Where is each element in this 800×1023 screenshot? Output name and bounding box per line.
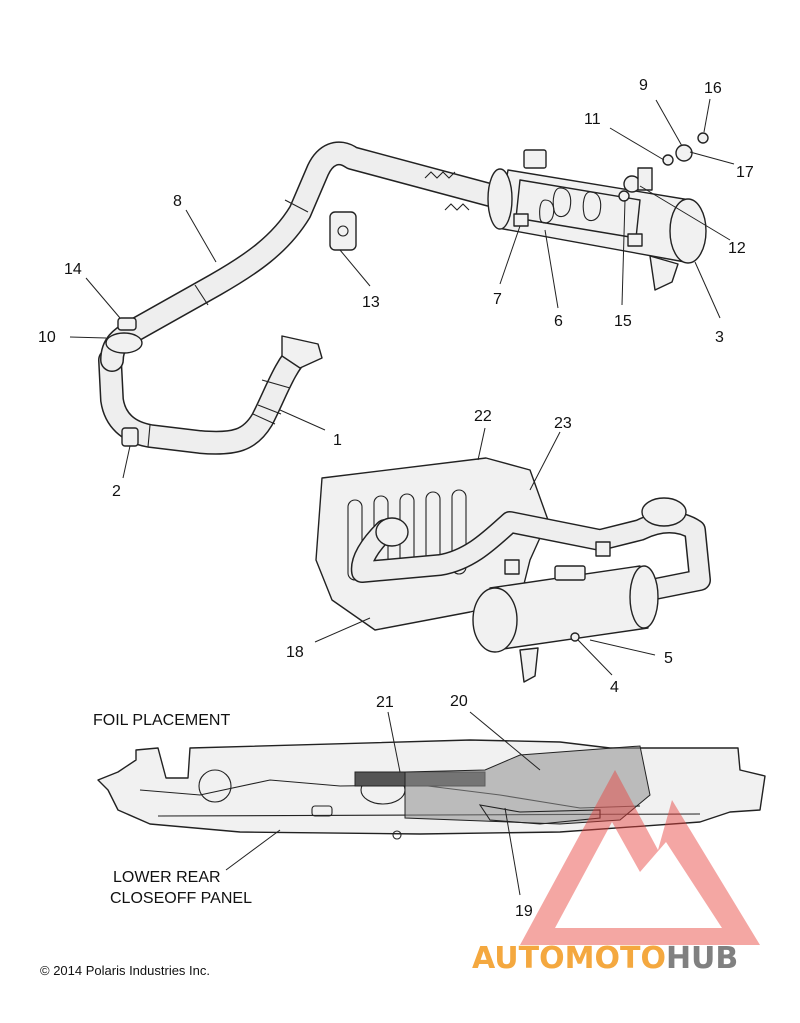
foil-20	[404, 745, 651, 825]
mount-hardware	[618, 132, 709, 202]
callout-17: 17	[736, 164, 754, 181]
callout-19: 19	[515, 903, 533, 920]
callout-22: 22	[474, 408, 492, 425]
callout-8: 8	[173, 193, 182, 210]
callout-1: 1	[333, 432, 342, 449]
watermark-text-automoto: AUTOMOTO	[472, 941, 666, 976]
callout-11: 11	[584, 111, 601, 128]
copyright-notice: © 2014 Polaris Industries Inc.	[40, 963, 210, 978]
svg-text:AUTOMOTOHUB: AUTOMOTOHUB	[472, 941, 738, 976]
callout-16: 16	[704, 80, 722, 97]
callout-4: 4	[610, 679, 619, 696]
callout-9: 9	[639, 77, 648, 94]
joint-springs	[424, 171, 470, 211]
caption-lower-rear-line1: LOWER REAR	[113, 869, 221, 886]
callout-5: 5	[664, 650, 673, 667]
callout-3: 3	[715, 329, 724, 346]
callout-labels: 1 2 3 4 5 6 7 8 9 10 11 12 13 14 15 16 1…	[38, 77, 754, 920]
callout-20: 20	[450, 693, 468, 710]
callout-2: 2	[112, 483, 121, 500]
callout-18: 18	[286, 644, 304, 661]
callout-13: 13	[362, 294, 380, 311]
callout-21: 21	[376, 694, 394, 711]
leader-lines	[69, 98, 735, 896]
installed-muffler	[472, 541, 659, 683]
callout-23: 23	[554, 415, 572, 432]
middle-installed-assembly	[315, 457, 711, 683]
head-pipe-1	[98, 335, 323, 455]
muffler-3	[487, 149, 707, 291]
clamp-10	[105, 332, 143, 354]
callout-12: 12	[728, 240, 746, 257]
foil-19	[478, 804, 601, 825]
callout-14: 14	[64, 261, 82, 278]
automotohub-watermark: AUTOMOTOHUB	[472, 770, 760, 976]
callout-15: 15	[614, 313, 632, 330]
lower-rear-closeoff-panel	[97, 739, 766, 840]
isolator-13	[329, 211, 357, 251]
watermark-text-hub: HUB	[666, 941, 738, 976]
clamp-2	[121, 427, 139, 447]
callout-6: 6	[554, 313, 563, 330]
caption-foil-placement: FOIL PLACEMENT	[93, 712, 230, 729]
installed-pipes	[350, 497, 711, 601]
mid-pipe-8	[100, 141, 502, 372]
watermark-logo-mark	[520, 770, 760, 945]
top-exhaust-assembly	[98, 132, 709, 455]
caption-lower-rear-line2: CLOSEOFF PANEL	[110, 890, 252, 907]
callout-10: 10	[38, 329, 56, 346]
spring-14	[117, 317, 137, 331]
callout-7: 7	[493, 291, 502, 308]
